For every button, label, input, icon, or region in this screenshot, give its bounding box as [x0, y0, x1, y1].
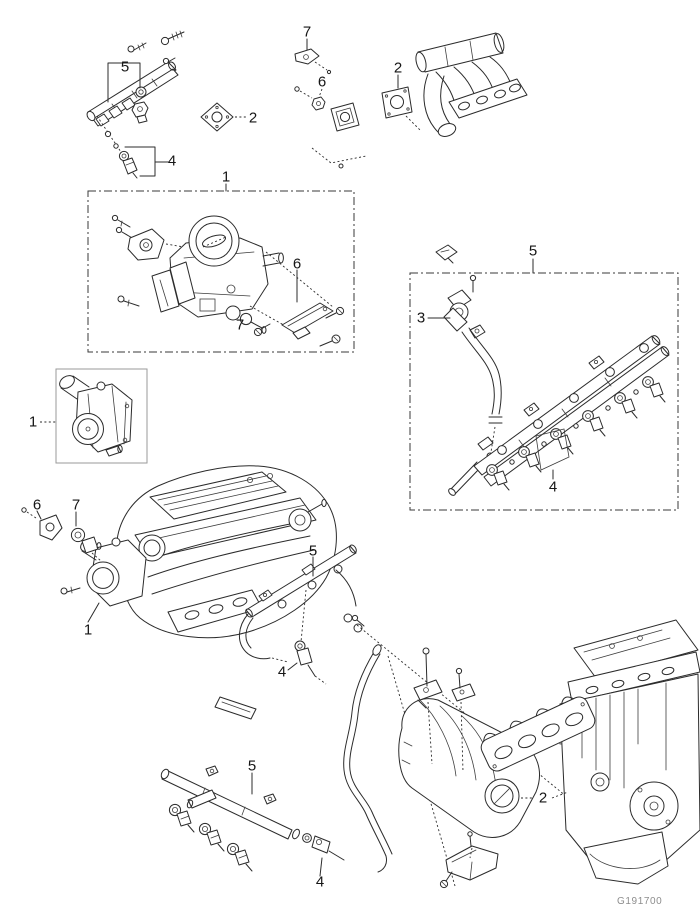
injector — [226, 842, 253, 872]
injector — [168, 803, 195, 833]
callout-center-injector: 4 — [277, 663, 287, 681]
callout-top-gasket: 2 — [248, 109, 258, 127]
callout-center-valve: 7 — [71, 496, 81, 514]
fuel-rail-assembly-top-left — [86, 30, 247, 179]
callout-bottom-injector: 4 — [315, 873, 325, 891]
callout-center-sensor: 6 — [32, 496, 42, 514]
callout-bracket: 6 — [292, 255, 302, 273]
callout-rail-box: 5 — [528, 242, 538, 260]
callout-center-throttle: 1 — [83, 621, 93, 639]
fuel-rail-assembly-bottom — [160, 765, 345, 877]
callout-regulator: 3 — [416, 309, 426, 327]
intake-manifold-center-assembly — [21, 465, 363, 720]
callout-top-rail: 5 — [120, 58, 130, 76]
callout-upper-gasket: 2 — [393, 59, 403, 77]
throttle-body-box-left — [40, 368, 148, 464]
callout-center-rail: 5 — [308, 542, 318, 560]
callout-top-injector: 4 — [167, 152, 177, 170]
callout-upper-nut: 6 — [317, 73, 327, 91]
manifold-gasket — [480, 696, 596, 772]
intake-manifold-upper-assembly — [294, 32, 528, 169]
throttle-body-assembly-box — [87, 183, 355, 353]
injector — [198, 822, 225, 852]
figure-id-code: G191700 — [617, 896, 663, 907]
engine-assembly-bottom-right — [343, 614, 700, 889]
callout-rail-injector: 4 — [548, 478, 558, 496]
callout-upper-clamp: 7 — [302, 23, 312, 41]
injector-row — [486, 376, 666, 491]
callout-bottom-manifold: 2 — [538, 789, 548, 807]
callout-bottom-rail: 5 — [247, 757, 257, 775]
fuel-rail-assembly-box-right — [409, 244, 679, 511]
callout-throttle-left: 1 — [28, 413, 38, 431]
callout-screw: 7 — [235, 316, 245, 334]
callout-throttle-box: 1 — [221, 168, 231, 186]
